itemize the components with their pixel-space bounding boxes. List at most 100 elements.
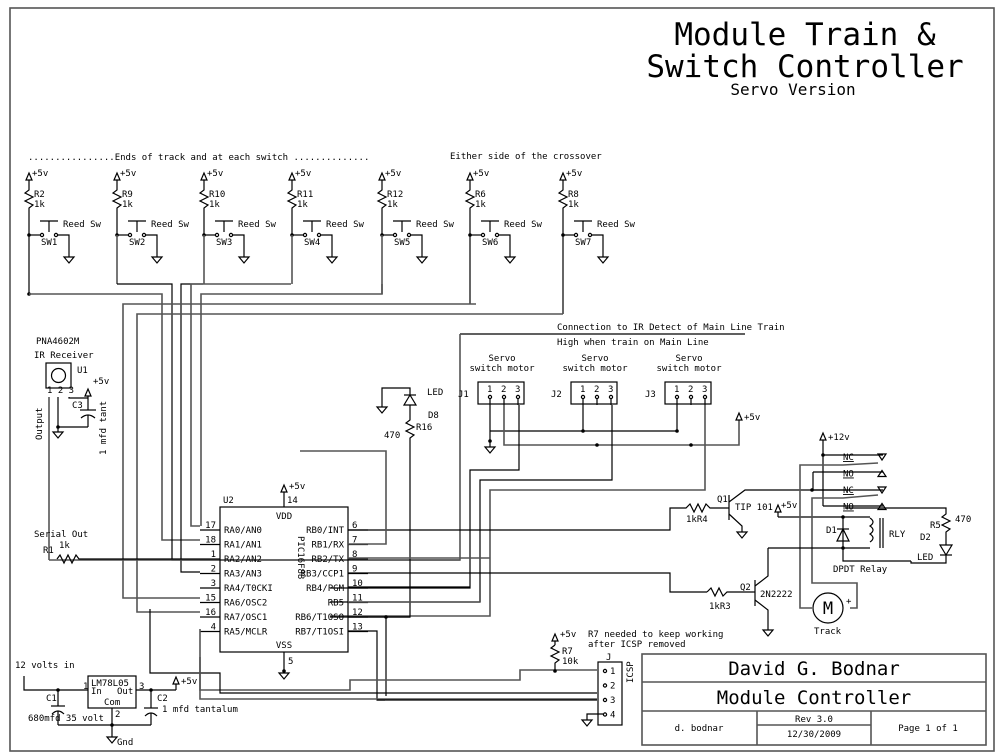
servo-ref: J1 <box>458 390 469 400</box>
resistor-value: 1k <box>297 200 308 210</box>
svg-text:1: 1 <box>580 385 585 395</box>
tb-drawn-by: d. bodnar <box>675 724 724 734</box>
mcu-pin-name: RB3/CCP1 <box>301 570 344 580</box>
ir-output-label: Output <box>35 407 45 440</box>
r5-value: 470 <box>955 515 971 525</box>
r7-note-1: R7 needed to keep working <box>588 630 723 640</box>
tb-date: 12/30/2009 <box>787 730 841 740</box>
svg-text:Servo: Servo <box>488 354 515 364</box>
svg-text:1: 1 <box>487 385 492 395</box>
reed-label: Reed Sw <box>151 220 190 230</box>
gnd-label: Gnd <box>117 738 133 748</box>
c2-ref: C2 <box>157 694 168 704</box>
ground-icon <box>237 256 251 264</box>
q1-ref: Q1 <box>717 495 728 505</box>
title-block: David G. Bodnar Module Controller d. bod… <box>641 653 987 746</box>
r5-ref: R5 <box>930 521 941 531</box>
servo-5v-label: +5v <box>744 413 760 423</box>
servo-ref: J3 <box>645 390 656 400</box>
mcu-right-wires <box>300 450 707 701</box>
svg-text:switch motor: switch motor <box>656 364 722 374</box>
mcu-pin-num: 17 <box>205 521 216 531</box>
resistor-ref: R2 <box>34 190 45 200</box>
mcu-pin-num: 13 <box>352 623 363 633</box>
switch-ref: SW6 <box>482 238 498 248</box>
c3-label: C3 <box>72 401 83 411</box>
ground-icon <box>503 256 517 264</box>
mcu-pin-num: 1 <box>211 550 216 560</box>
switch-ref: SW3 <box>216 238 232 248</box>
svg-text:Servo: Servo <box>581 354 608 364</box>
reed-label: Reed Sw <box>63 220 102 230</box>
mcu-pin-name: RB0/INT <box>306 526 345 536</box>
c1-value: 680mfd 35 volt <box>28 714 104 724</box>
mcu-vss: VSS <box>276 641 292 651</box>
svg-text:3: 3 <box>515 385 520 395</box>
reed-label: Reed Sw <box>504 220 543 230</box>
resistor-R12 <box>376 180 388 235</box>
ir-receiver-u1: PNA4602M IR Receiver U1 1 2 3 +5v C3 1 m… <box>34 337 460 561</box>
dpdt-label: DPDT Relay <box>833 565 888 575</box>
r16-value: 470 <box>384 431 400 441</box>
svg-text:2: 2 <box>501 385 506 395</box>
tb-name: Module Controller <box>717 687 911 709</box>
icsp-header: +5v R7 10k R7 needed to keep working aft… <box>149 609 723 727</box>
mcu-5v-label: +5v <box>289 482 305 492</box>
vcc-label: +5v <box>120 169 136 179</box>
reg-pin-out: 3 <box>139 682 144 692</box>
resistor-R6 <box>464 180 476 235</box>
ir-desc-label: IR Receiver <box>34 351 94 361</box>
vcc-label: +5v <box>385 169 401 179</box>
resistor-R9 <box>111 180 123 235</box>
resistor-ref: R11 <box>297 190 313 200</box>
mcu-part: PIC16F88 <box>295 536 305 579</box>
r16-ref: R16 <box>416 423 432 433</box>
resistor-value: 1k <box>122 200 133 210</box>
sheet-border <box>9 7 995 752</box>
note-ends-of-track: ................Ends of track and at eac… <box>28 153 369 163</box>
switch-ref: SW5 <box>394 238 410 248</box>
mcu-pin-num: 16 <box>205 608 216 618</box>
title-subtitle: Servo Version <box>730 80 855 99</box>
r7-ref: R7 <box>562 647 573 657</box>
mcu-pin-name: RB5 <box>328 599 344 609</box>
icsp-label: ICSP <box>626 661 636 683</box>
v12-label: +12v <box>828 433 850 443</box>
reg-5v-label: +5v <box>181 677 197 687</box>
icsp-pin: 2 <box>610 682 615 692</box>
svg-text:Servo: Servo <box>675 354 702 364</box>
mcu-pin-name: RB6/T1OSO <box>295 613 344 623</box>
resistor-ref: R8 <box>568 190 579 200</box>
ir-ref: U1 <box>77 366 88 376</box>
resistor-ref: R9 <box>122 190 133 200</box>
note-ir-connection: Connection to IR Detect of Main Line Tra… <box>557 323 785 333</box>
reg-out: Out <box>117 687 133 697</box>
contact-label: NC <box>843 486 854 496</box>
mcu-ref: U2 <box>223 496 234 506</box>
mcu-pin-name: RA1/AN1 <box>224 541 262 551</box>
icsp-ref: J <box>606 653 611 663</box>
reed-label: Reed Sw <box>326 220 365 230</box>
icsp-pin: 4 <box>610 711 615 721</box>
mcu-vdd-pin: 14 <box>287 496 298 506</box>
ground-icon <box>150 256 164 264</box>
reed-label: Reed Sw <box>597 220 636 230</box>
r1-value: 1k <box>59 541 70 551</box>
r3-label: 1kR3 <box>709 602 731 612</box>
d2-led-label: LED <box>917 553 933 563</box>
vcc-label: +5v <box>295 169 311 179</box>
mcu-pin-num: 9 <box>352 565 357 575</box>
mcu-vss-pin: 5 <box>288 657 293 667</box>
reg-in: In <box>91 687 102 697</box>
switch-ref: SW1 <box>41 238 57 248</box>
mcu-pin-name: RB1/RX <box>311 541 344 551</box>
mcu-pin-num: 15 <box>205 594 216 604</box>
resistor-value: 1k <box>209 200 220 210</box>
mcu-pin-num: 18 <box>205 536 216 546</box>
reed-label: Reed Sw <box>416 220 455 230</box>
